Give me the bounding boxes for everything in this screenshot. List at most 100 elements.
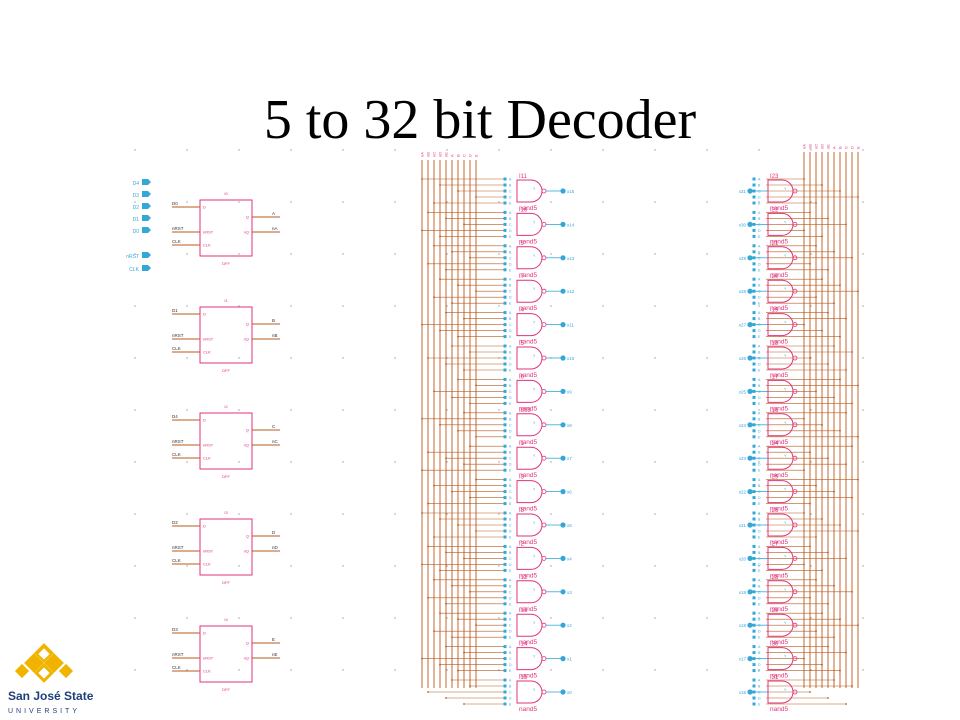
nand-pin-letter: C [509,423,512,427]
nand-bubble [541,355,547,361]
junction-dot [433,202,435,204]
nand-input-pin [752,645,756,649]
dff-net-label: nD [272,545,279,550]
grid-dot [186,461,188,463]
nand-pin-letter: C [758,524,761,528]
dff-net-label: D3 [172,627,178,632]
nand-inst-label: I4 [519,308,525,314]
grid-dot [238,513,240,515]
junction-dot [827,645,829,648]
nand-pin-letter: E [509,569,512,573]
grid-dot [758,409,760,411]
grid-dot [134,565,136,567]
grid-dot [654,409,656,411]
grid-dot [238,201,240,203]
nand-out-pin-label: Y [784,655,787,659]
grid-dot [342,617,344,619]
nand-out-pin-label: Y [784,688,787,692]
junction-dot [857,624,859,627]
nand-bubble [792,489,798,495]
junction-dot [845,317,847,320]
nand-input-pin [503,517,507,521]
nand-pin-letter: B [509,184,512,188]
nand-bubble [541,489,547,495]
junction-dot [457,524,459,526]
nand-input-pin [752,234,756,238]
nand-pin-letter: D [509,530,512,534]
nand-inst-label: I898 [519,408,531,414]
nand-output-label: x11 [567,323,574,328]
dff-pin-label: nQ [244,656,249,661]
grid-dot [238,669,240,671]
nand-input-pin [752,696,756,700]
nand-pin-letter: A [758,211,761,215]
grid-dot [342,149,344,151]
nand-input-pin [503,295,507,299]
nand-bubble [541,221,547,227]
junction-dot [845,651,847,654]
nand-body [767,346,794,370]
output-port-icon [560,656,566,662]
junction-dot [827,697,829,699]
nand-inst-label: I18 [770,341,779,347]
nand-body [516,546,543,570]
nand-pin-letter: A [509,411,512,415]
nand-pin-letter: D [509,630,512,634]
nand-pin-letter: E [758,235,761,239]
grid-dot [134,305,136,307]
nand-pin-letter: B [758,417,761,421]
output-port-icon [560,355,566,361]
nand-pin-letter: A [509,478,512,482]
nand-input-pin [503,635,507,639]
grid-dot [394,253,396,255]
junction-dot [439,569,441,572]
junction-dot [457,284,459,287]
nand-pin-letter: A [758,545,761,549]
nand-output-label: x17 [739,657,747,662]
grid-dot [810,461,812,463]
nand-input-pin [752,450,756,454]
grid-dot [134,409,136,411]
nand-input-pin [503,496,507,500]
nand-input-pin [503,657,507,661]
nand-inst-label: I16 [770,408,779,414]
nand-pin-letter: D [509,463,512,467]
dff-type-label: DFF [222,580,230,585]
nand-input-pin [503,377,507,381]
junction-dot [433,484,435,487]
dff-pin-label: CLK [203,350,211,355]
nand-input-pin [503,262,507,266]
grid-dot [758,305,760,307]
nand-input-pin [503,444,507,448]
junction-dot [821,235,823,238]
nand-body [516,680,543,704]
junction-dot [421,178,423,180]
bus-label: A [450,154,455,157]
grid-dot [654,201,656,203]
output-port-icon [560,322,566,328]
grid-dot [810,409,812,411]
nand-inst-label: I5 [519,341,525,347]
nand-pin-letter: B [758,551,761,555]
grid-dot [186,305,188,307]
dff-net-label: D2 [172,520,178,525]
port-label: D4 [133,181,140,187]
dff-net-label: nB [272,333,278,338]
junction-dot [827,217,829,220]
grid-dot [290,149,292,151]
grid-dot [810,513,812,515]
output-port-icon [560,422,566,428]
output-port-icon [560,255,566,261]
nand-output-label: x1 [567,657,572,662]
grid-dot [654,565,656,567]
dff-pin-label: nQ [244,337,249,342]
nand-input-pin [752,702,756,706]
dff-pin-label: D [203,631,206,636]
